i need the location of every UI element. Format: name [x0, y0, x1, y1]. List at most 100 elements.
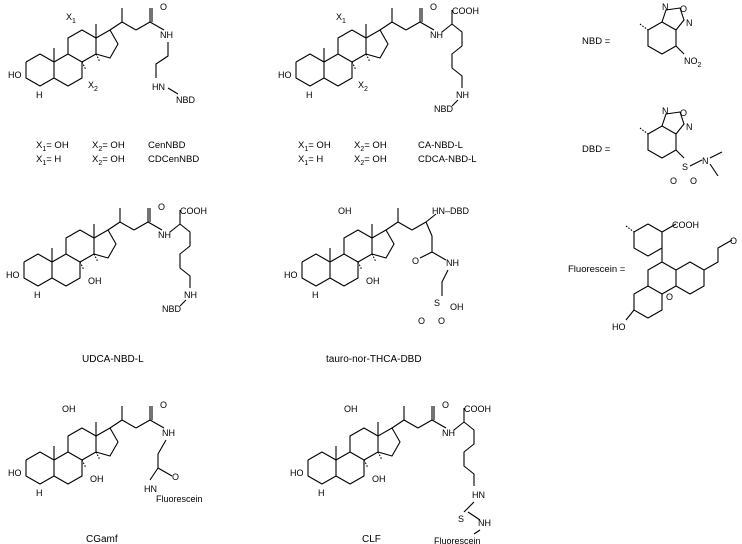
- svg-text:NH: NH: [442, 428, 455, 438]
- svg-text:OH: OH: [88, 276, 102, 286]
- svg-text:N: N: [702, 156, 709, 166]
- svg-text:Fluorescein: Fluorescein: [156, 494, 203, 504]
- svg-text:Fluorescein: Fluorescein: [434, 536, 481, 544]
- svg-text:OH: OH: [344, 404, 358, 414]
- legend-nbd: NBD = N O N NO2: [582, 2, 702, 69]
- svg-text:OH: OH: [450, 302, 464, 312]
- svg-text:HO: HO: [284, 270, 298, 280]
- svg-text:HO: HO: [278, 70, 292, 80]
- atom-nh: NH: [160, 30, 173, 40]
- svg-text:NH: NH: [456, 90, 469, 100]
- svg-text:NO2: NO2: [684, 56, 702, 69]
- caption-ca-nbd-l: CA-NBD-L: [418, 140, 463, 151]
- svg-text:N: N: [686, 18, 693, 28]
- svg-text:NBD: NBD: [434, 104, 454, 114]
- caption-tauro-nor-thca-dbd: tauro-nor-THCA-DBD: [326, 354, 422, 365]
- svg-text:NH: NH: [184, 290, 197, 300]
- svg-text:OH: OH: [90, 474, 104, 484]
- svg-text:HO: HO: [6, 270, 20, 280]
- svg-text:X2= OH: X2= OH: [354, 140, 387, 153]
- svg-text:O: O: [680, 4, 687, 14]
- structure-cennbd: O NH HN NBD HO H X1 X2: [8, 2, 196, 105]
- svg-text:COOH: COOH: [452, 6, 479, 16]
- svg-text:H: H: [306, 90, 313, 100]
- svg-text:O: O: [730, 236, 737, 246]
- svg-text:O: O: [442, 400, 449, 410]
- svg-text:OH: OH: [366, 276, 380, 286]
- svg-text:OH: OH: [338, 206, 352, 216]
- svg-text:N: N: [662, 2, 669, 12]
- label-fluorescein: Fluorescein =: [568, 264, 626, 275]
- svg-text:X2= OH: X2= OH: [92, 154, 125, 167]
- svg-text:OH: OH: [62, 404, 76, 414]
- atom-o: O: [160, 2, 167, 12]
- svg-text:X1= OH: X1= OH: [298, 140, 331, 153]
- atom-ho: HO: [8, 70, 22, 80]
- svg-text:H: H: [312, 290, 319, 300]
- svg-text:O: O: [438, 316, 445, 326]
- svg-text:HN–DBD: HN–DBD: [432, 206, 470, 216]
- label-nbd: NBD =: [582, 36, 611, 47]
- svg-text:NBD: NBD: [162, 304, 182, 314]
- svg-text:COOH: COOH: [180, 206, 207, 216]
- svg-text:OH: OH: [372, 474, 386, 484]
- svg-text:O: O: [158, 202, 165, 212]
- svg-text:O: O: [666, 292, 673, 302]
- svg-text:X1= H: X1= H: [298, 154, 323, 167]
- svg-text:NH: NH: [446, 258, 459, 268]
- svg-text:X1= H: X1= H: [36, 154, 61, 167]
- legend-dbd: DBD = N O N S N O O: [582, 106, 723, 186]
- caption-cdcennbd: CDCenNBD: [148, 154, 199, 165]
- svg-text:S: S: [458, 514, 464, 524]
- svg-text:O: O: [690, 176, 697, 186]
- svg-text:NH: NH: [478, 518, 491, 528]
- svg-text:S: S: [434, 298, 440, 308]
- svg-text:O: O: [430, 2, 437, 12]
- atom-x2: X2: [88, 80, 98, 93]
- svg-text:H: H: [318, 488, 325, 498]
- svg-text:H: H: [36, 488, 43, 498]
- svg-text:NH: NH: [430, 30, 443, 40]
- svg-text:X2: X2: [358, 80, 368, 93]
- svg-text:O: O: [680, 108, 687, 118]
- svg-text:N: N: [662, 106, 669, 116]
- svg-text:COOH: COOH: [464, 404, 491, 414]
- svg-text:X2= OH: X2= OH: [354, 154, 387, 167]
- caption-cgamf: CGamf: [86, 534, 118, 544]
- svg-text:O: O: [670, 176, 677, 186]
- svg-text:X2= OH: X2= OH: [92, 140, 125, 153]
- svg-text:NH: NH: [162, 428, 175, 438]
- atom-nbd: NBD: [176, 95, 196, 105]
- svg-text:HN: HN: [144, 484, 157, 494]
- svg-text:O: O: [418, 316, 425, 326]
- svg-text:N: N: [686, 122, 693, 132]
- svg-text:S: S: [682, 162, 688, 172]
- svg-text:NH: NH: [158, 230, 171, 240]
- atom-h: H: [36, 90, 43, 100]
- svg-text:H: H: [34, 290, 41, 300]
- structure-tauro-nor-thca-dbd: HN–DBD O NH S OH O O OH HO H OH: [284, 206, 470, 326]
- legend-fluorescein: Fluorescein = COOH O O HO: [568, 220, 737, 332]
- structure-ca-nbd-l: O NH COOH NH NBD HO H X1 X2: [278, 2, 479, 114]
- structure-clf: O NH COOH HN S NH Fluorescein OH HO H OH: [290, 400, 491, 544]
- svg-text:HN: HN: [472, 490, 485, 500]
- svg-text:HO: HO: [8, 468, 22, 478]
- caption-cdca-nbd-l: CDCA-NBD-L: [418, 154, 477, 165]
- svg-text:X1= OH: X1= OH: [36, 140, 69, 153]
- svg-text:O: O: [412, 256, 419, 266]
- structure-udca-nbd-l: O NH COOH NH NBD HO H OH: [6, 202, 207, 314]
- label-dbd: DBD =: [582, 144, 611, 155]
- svg-text:X1: X1: [336, 12, 346, 25]
- caption-cennbd: CenNBD: [148, 140, 186, 151]
- substituent-table-cen: X1= OH X2= OH CenNBD X1= H X2= OH CDCenN…: [36, 140, 199, 167]
- atom-hn: HN: [152, 82, 165, 92]
- svg-text:HO: HO: [290, 468, 304, 478]
- caption-clf: CLF: [362, 534, 381, 544]
- svg-text:COOH: COOH: [672, 220, 699, 230]
- structure-cgamf: O NH O HN Fluorescein OH HO H OH: [8, 400, 203, 504]
- svg-text:HO: HO: [612, 322, 626, 332]
- substituent-table-ca: X1= OH X2= OH CA-NBD-L X1= H X2= OH CDCA…: [298, 140, 477, 167]
- caption-udca-nbd-l: UDCA-NBD-L: [82, 354, 144, 365]
- atom-x1: X1: [66, 12, 76, 25]
